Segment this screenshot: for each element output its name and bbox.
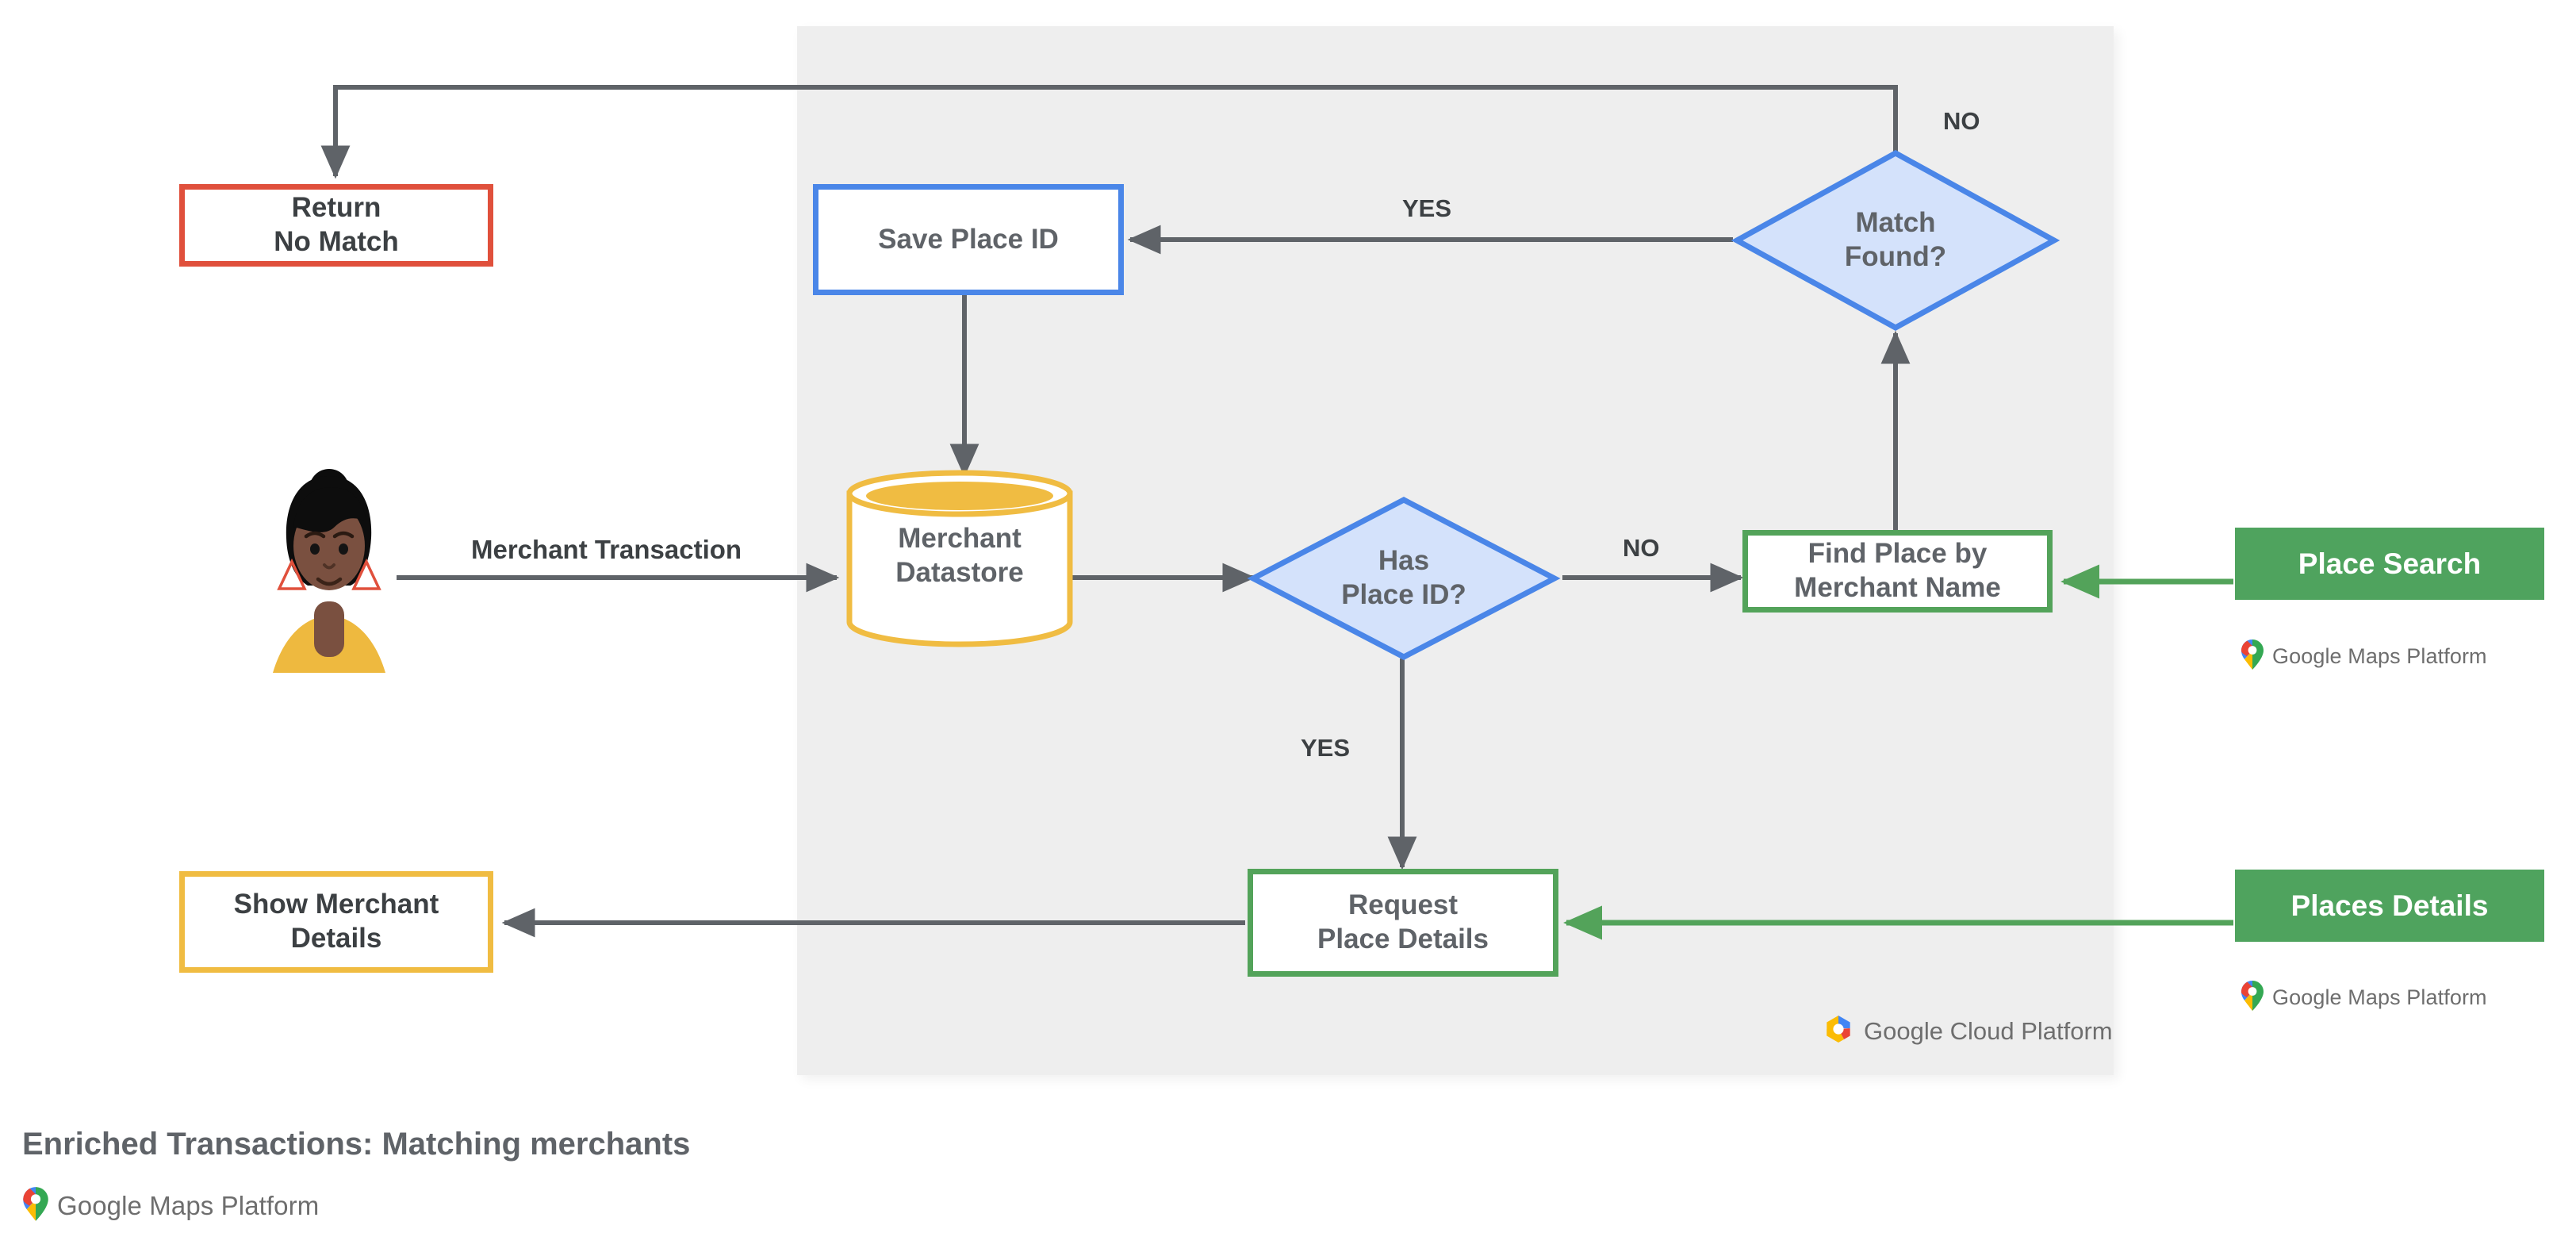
maps-platform-logo-google: Google	[2272, 644, 2342, 668]
maps-platform-logo-google: Google	[57, 1191, 143, 1220]
edge-label-has-place-id-no: NO	[1623, 534, 1660, 562]
maps-pin-icon	[22, 1186, 49, 1226]
maps-platform-logo-rest: Maps Platform	[2341, 644, 2487, 668]
edge-label-merchant-transaction: Merchant Transaction	[471, 535, 742, 564]
google-maps-platform-logo-place-search: Google Maps Platform	[2241, 639, 2487, 674]
maps-platform-logo-rest: Maps Platform	[142, 1191, 320, 1220]
node-request-place-details[interactable]: Request Place Details	[1248, 869, 1558, 977]
edge-label-match-found-yes: YES	[1402, 194, 1452, 222]
maps-platform-logo-text: Google Maps Platform	[57, 1191, 319, 1221]
maps-pin-icon	[2241, 980, 2264, 1016]
node-find-place-by-merchant-name[interactable]: Find Place by Merchant Name	[1742, 530, 2053, 613]
google-maps-platform-logo-footer: Google Maps Platform	[22, 1186, 319, 1226]
edge-label-has-place-id-yes: YES	[1301, 734, 1351, 762]
node-places-details[interactable]: Places Details	[2235, 870, 2544, 942]
maps-platform-logo-text: Google Maps Platform	[2272, 644, 2487, 669]
maps-platform-logo-text: Google Maps Platform	[2272, 985, 2487, 1010]
node-return-no-match[interactable]: Return No Match	[179, 184, 493, 267]
maps-platform-logo-google: Google	[2272, 985, 2342, 1009]
cloud-hexagon-icon	[1823, 1013, 1854, 1049]
node-merchant-datastore[interactable]: Merchant Datastore	[845, 470, 1075, 647]
merchant-customer-avatar	[262, 460, 397, 674]
node-has-place-id[interactable]: Has Place ID?	[1247, 496, 1561, 661]
node-match-found[interactable]: Match Found?	[1731, 149, 2060, 332]
maps-platform-logo-rest: Maps Platform	[2341, 985, 2487, 1009]
node-save-place-id[interactable]: Save Place ID	[813, 184, 1124, 295]
maps-pin-icon	[2241, 639, 2264, 674]
node-show-merchant-details[interactable]: Show Merchant Details	[179, 871, 493, 973]
page-title: Enriched Transactions: Matching merchant…	[22, 1127, 691, 1162]
cloud-platform-logo-google: Google	[1864, 1016, 1943, 1045]
google-maps-platform-logo-places-details: Google Maps Platform	[2241, 980, 2487, 1016]
cloud-platform-logo-rest: Cloud Platform	[1942, 1016, 2113, 1045]
edge-label-match-found-no: NO	[1943, 107, 1980, 135]
node-place-search[interactable]: Place Search	[2235, 528, 2544, 600]
cloud-platform-logo-text: Google Cloud Platform	[1864, 1017, 2113, 1046]
google-cloud-platform-logo: Google Cloud Platform	[1823, 1013, 2113, 1049]
